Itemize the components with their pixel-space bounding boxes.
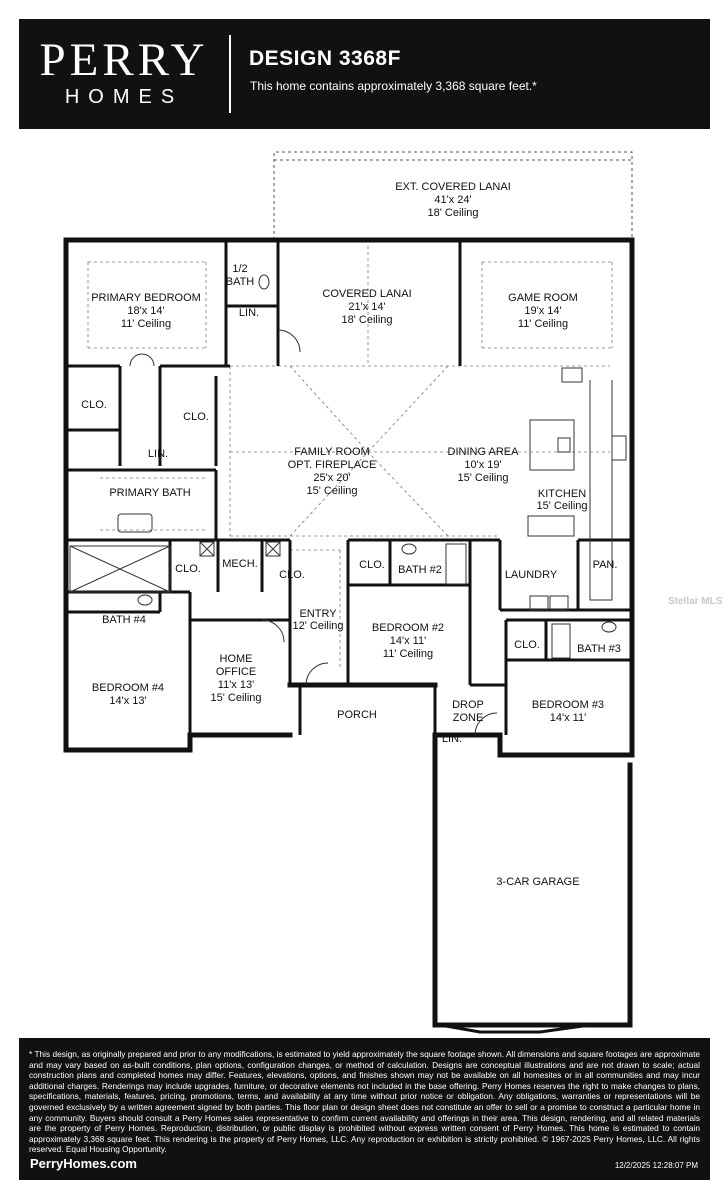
closet-5: CLO. [359,559,385,571]
room-labels: EXT. COVERED LANAI 41'x 24' 18' Ceiling … [81,181,621,888]
ext-lanai-size: 41'x 24' [434,194,471,206]
laundry-name: LAUNDRY [505,569,558,581]
mls-watermark: Stellar MLS [668,596,723,607]
kitchen-fixtures [527,367,627,601]
bedroom-3-name: BEDROOM #3 [532,699,604,711]
primary-bedroom-size: 18'x 14' [127,305,164,317]
porch-name: PORCH [337,709,377,721]
bath-3-name: BATH #3 [577,643,621,655]
drop-zone-line1: DROP [452,699,484,711]
timestamp: 12/2/2025 12:28:07 PM [614,1161,698,1170]
bath-4-name: BATH #4 [102,614,146,626]
entry-ceiling: 12' Ceiling [292,620,343,632]
disclaimer-text: * This design, as originally prepared an… [29,1049,700,1155]
dining-area-name: DINING AREA [448,446,520,458]
primary-bath-name: PRIMARY BATH [109,487,190,499]
drop-zone-line2: ZONE [453,712,484,724]
home-office-line2: OFFICE [216,666,256,678]
ext-lanai-outline [273,151,633,240]
family-room-option: OPT. FIREPLACE [288,459,377,471]
linen-2: LIN. [148,448,168,460]
bath-2-name: BATH #2 [398,564,442,576]
primary-bedroom-name: PRIMARY BEDROOM [91,292,201,304]
dining-area-size: 10'x 19' [464,459,501,471]
half-bath-line1: 1/2 [232,263,247,275]
walls [63,237,635,1028]
half-bath-line2: BATH [226,276,255,288]
floor-plan: EXT. COVERED LANAI 41'x 24' 18' Ceiling … [63,151,635,1034]
design-subtitle: This home contains approximately 3,368 s… [250,79,537,93]
ext-lanai-ceiling: 18' Ceiling [427,207,478,219]
interior-walls [66,240,632,750]
family-room-ceiling: 15' Ceiling [306,485,357,497]
garage-name: 3-CAR GARAGE [496,876,579,888]
closet-1: CLO. [81,399,107,411]
dining-area-ceiling: 15' Ceiling [457,472,508,484]
bedroom-2-ceiling: 11' Ceiling [383,648,433,660]
home-office-size: 11'x 13' [218,679,254,691]
game-room-size: 19'x 14' [524,305,561,317]
primary-bedroom-ceiling: 11' Ceiling [121,318,171,330]
homes-logo: HOMES [64,86,184,108]
linen-1: LIN. [239,307,259,319]
garage-outline [439,1023,591,1034]
bath-fixtures [69,274,617,659]
ext-lanai-name: EXT. COVERED LANAI [395,181,511,193]
bedroom-4-name: BEDROOM #4 [92,682,164,694]
kitchen-name: KITCHEN [538,488,586,500]
footer-banner: * This design, as originally prepared an… [19,1038,710,1180]
bedroom-2-size: 14'x 11' [390,635,426,647]
game-room-name: GAME ROOM [508,292,578,304]
kitchen-ceiling: 15' Ceiling [536,500,587,512]
linen-3: LIN. [442,733,462,745]
closet-3: CLO. [175,563,201,575]
family-room-name: FAMILY ROOM [294,446,369,458]
closet-6: CLO. [514,639,540,651]
covered-lanai-ceiling: 18' Ceiling [341,314,392,326]
covered-lanai-name: COVERED LANAI [322,288,411,300]
covered-lanai-size: 21'x 14' [348,301,385,313]
mech-room: MECH. [222,558,257,570]
bedroom-3-size: 14'x 11' [550,712,586,724]
header-divider [229,35,231,113]
design-title: DESIGN 3368F [249,47,401,70]
home-office-ceiling: 15' Ceiling [210,692,261,704]
header-banner: PERRY HOMES DESIGN 3368F This home conta… [19,19,710,129]
website-link[interactable]: PerryHomes.com [30,1156,137,1171]
home-office-line1: HOME [220,653,253,665]
bedroom-2-name: BEDROOM #2 [372,622,444,634]
closet-4: CLO. [279,569,305,581]
doors [129,329,498,736]
bedroom-4-size: 14'x 13' [109,695,146,707]
entry-name: ENTRY [299,608,337,620]
family-room-size: 25'x 20' [313,472,350,484]
perry-logo: PERRY [39,34,209,86]
closet-2: CLO. [183,411,209,423]
game-room-ceiling: 11' Ceiling [518,318,568,330]
pantry-name: PAN. [593,559,618,571]
